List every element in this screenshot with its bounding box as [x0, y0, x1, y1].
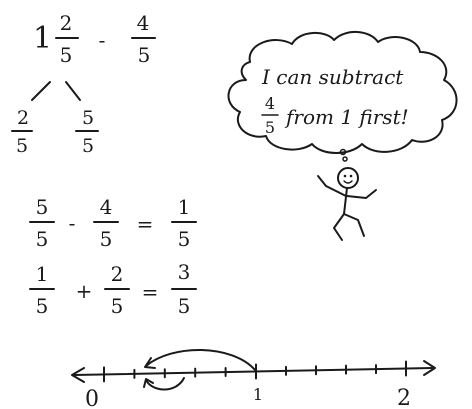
problem-expression: 1 2 5 - 4 5 [33, 11, 155, 67]
figure-body [344, 188, 347, 214]
thought-bubble [229, 32, 457, 153]
step1-a-denominator: 5 [36, 227, 49, 251]
step2-result-denominator: 5 [178, 294, 191, 318]
bubble-line2: from 1 first! [284, 105, 409, 129]
whole-number: 1 [33, 21, 52, 56]
jump-arc-large [146, 350, 255, 370]
branch-left [32, 82, 50, 100]
split-right-numerator: 5 [82, 107, 94, 129]
step2-b-numerator: 2 [111, 262, 124, 286]
jump-arc-small [146, 378, 184, 390]
first-fraction-numerator: 2 [60, 11, 73, 35]
step1-equals: = [137, 212, 154, 236]
step2-plus: + [76, 279, 93, 303]
figure-arm-right [347, 190, 376, 198]
number-line-label-0: 0 [85, 387, 99, 409]
step2-a-denominator: 5 [36, 294, 49, 318]
step2-a-numerator: 1 [36, 262, 49, 286]
step1-equation: 5 5 - 4 5 = 1 5 [30, 195, 196, 251]
bubble-fraction-denominator: 5 [265, 118, 275, 137]
first-fraction-denominator: 5 [60, 43, 73, 67]
stick-figure [318, 168, 376, 240]
figure-leg-left [334, 214, 344, 240]
number-line: 0 1 2 [72, 350, 435, 409]
bubble-text: I can subtract 4 5 from 1 first! [261, 65, 409, 137]
step2-result-numerator: 3 [178, 260, 191, 284]
branch-right [66, 82, 80, 100]
number-line-label-1: 1 [253, 385, 263, 404]
second-fraction-denominator: 5 [138, 43, 151, 67]
number-line-label-2: 2 [397, 386, 411, 409]
minus-sign: - [99, 28, 106, 52]
thought-dot-2 [343, 157, 347, 161]
step1-b-numerator: 4 [100, 195, 113, 219]
step1-result-denominator: 5 [178, 227, 191, 251]
step1-b-denominator: 5 [100, 227, 113, 251]
bubble-fraction-numerator: 4 [265, 94, 275, 113]
split-fractions: 2 5 5 5 [12, 107, 98, 157]
step2-b-denominator: 5 [111, 294, 124, 318]
figure-leg-right [344, 214, 364, 236]
figure-eye-left [344, 175, 347, 178]
second-fraction-numerator: 4 [137, 11, 150, 35]
split-left-denominator: 5 [16, 135, 28, 157]
split-left-numerator: 2 [17, 107, 29, 129]
figure-eye-right [350, 175, 353, 178]
split-right-denominator: 5 [82, 135, 94, 157]
step1-minus: - [69, 211, 76, 235]
bubble-line1: I can subtract [261, 65, 404, 89]
figure-head [338, 168, 358, 188]
step1-result-numerator: 1 [178, 195, 191, 219]
step1-a-numerator: 5 [36, 195, 49, 219]
figure-smile [344, 181, 352, 183]
step2-equals: = [142, 280, 159, 304]
step2-equation: 1 5 + 2 5 = 3 5 [30, 260, 196, 318]
